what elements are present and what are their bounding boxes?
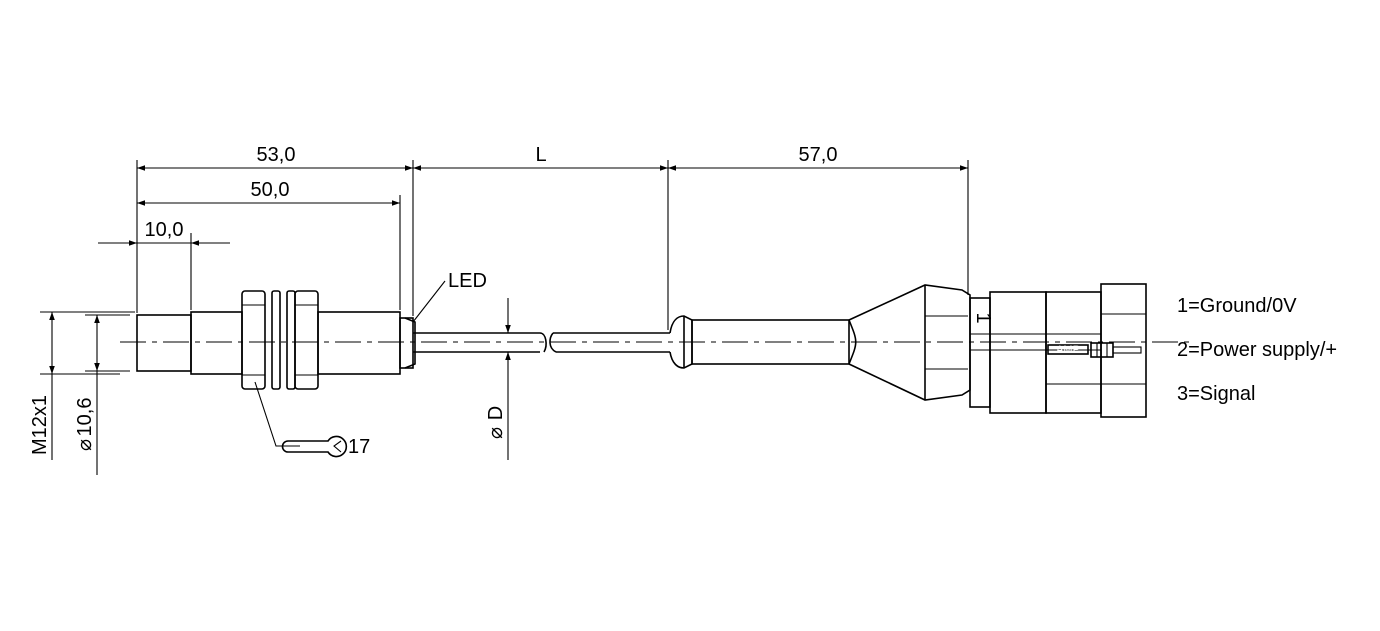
cable-diameter-label: ⌀ D: [485, 406, 507, 439]
pin-1-mark: 1: [972, 312, 994, 323]
wrench-size-label: 17: [348, 436, 370, 458]
wrench-icon: [281, 435, 348, 458]
connector: [669, 283, 1147, 418]
dim-50-label: 50,0: [251, 179, 290, 201]
diameter-label: ⌀ 10,6: [74, 398, 96, 451]
led-leader: [412, 280, 446, 323]
cable: [413, 332, 670, 353]
dim-10-label: 10,0: [145, 219, 184, 241]
pin-1-label: 1=Ground/0V: [1177, 295, 1297, 317]
connector-marking: AMP: [1056, 344, 1080, 356]
pin-assignment: 1=Ground/0V 2=Power supply/+ 3=Signal: [1177, 295, 1337, 405]
led-label: LED: [448, 270, 487, 292]
extension-lines: [40, 160, 969, 375]
dim-53-label: 53,0: [257, 144, 296, 166]
wrench-leader: [254, 381, 300, 447]
cable-diameter-value: D: [485, 406, 507, 420]
dim-57-label: 57,0: [799, 144, 838, 166]
dim-L-label: L: [535, 144, 546, 166]
thread-label: M12x1: [29, 395, 51, 455]
pin-3-label: 3=Signal: [1177, 383, 1255, 405]
sensor-body: [136, 290, 416, 390]
pin-2-label: 2=Power supply/+: [1177, 339, 1337, 361]
diameter-value: 10,6: [74, 398, 96, 437]
cable-diameter-symbol: ⌀: [485, 427, 507, 439]
diameter-symbol: ⌀: [74, 439, 96, 451]
